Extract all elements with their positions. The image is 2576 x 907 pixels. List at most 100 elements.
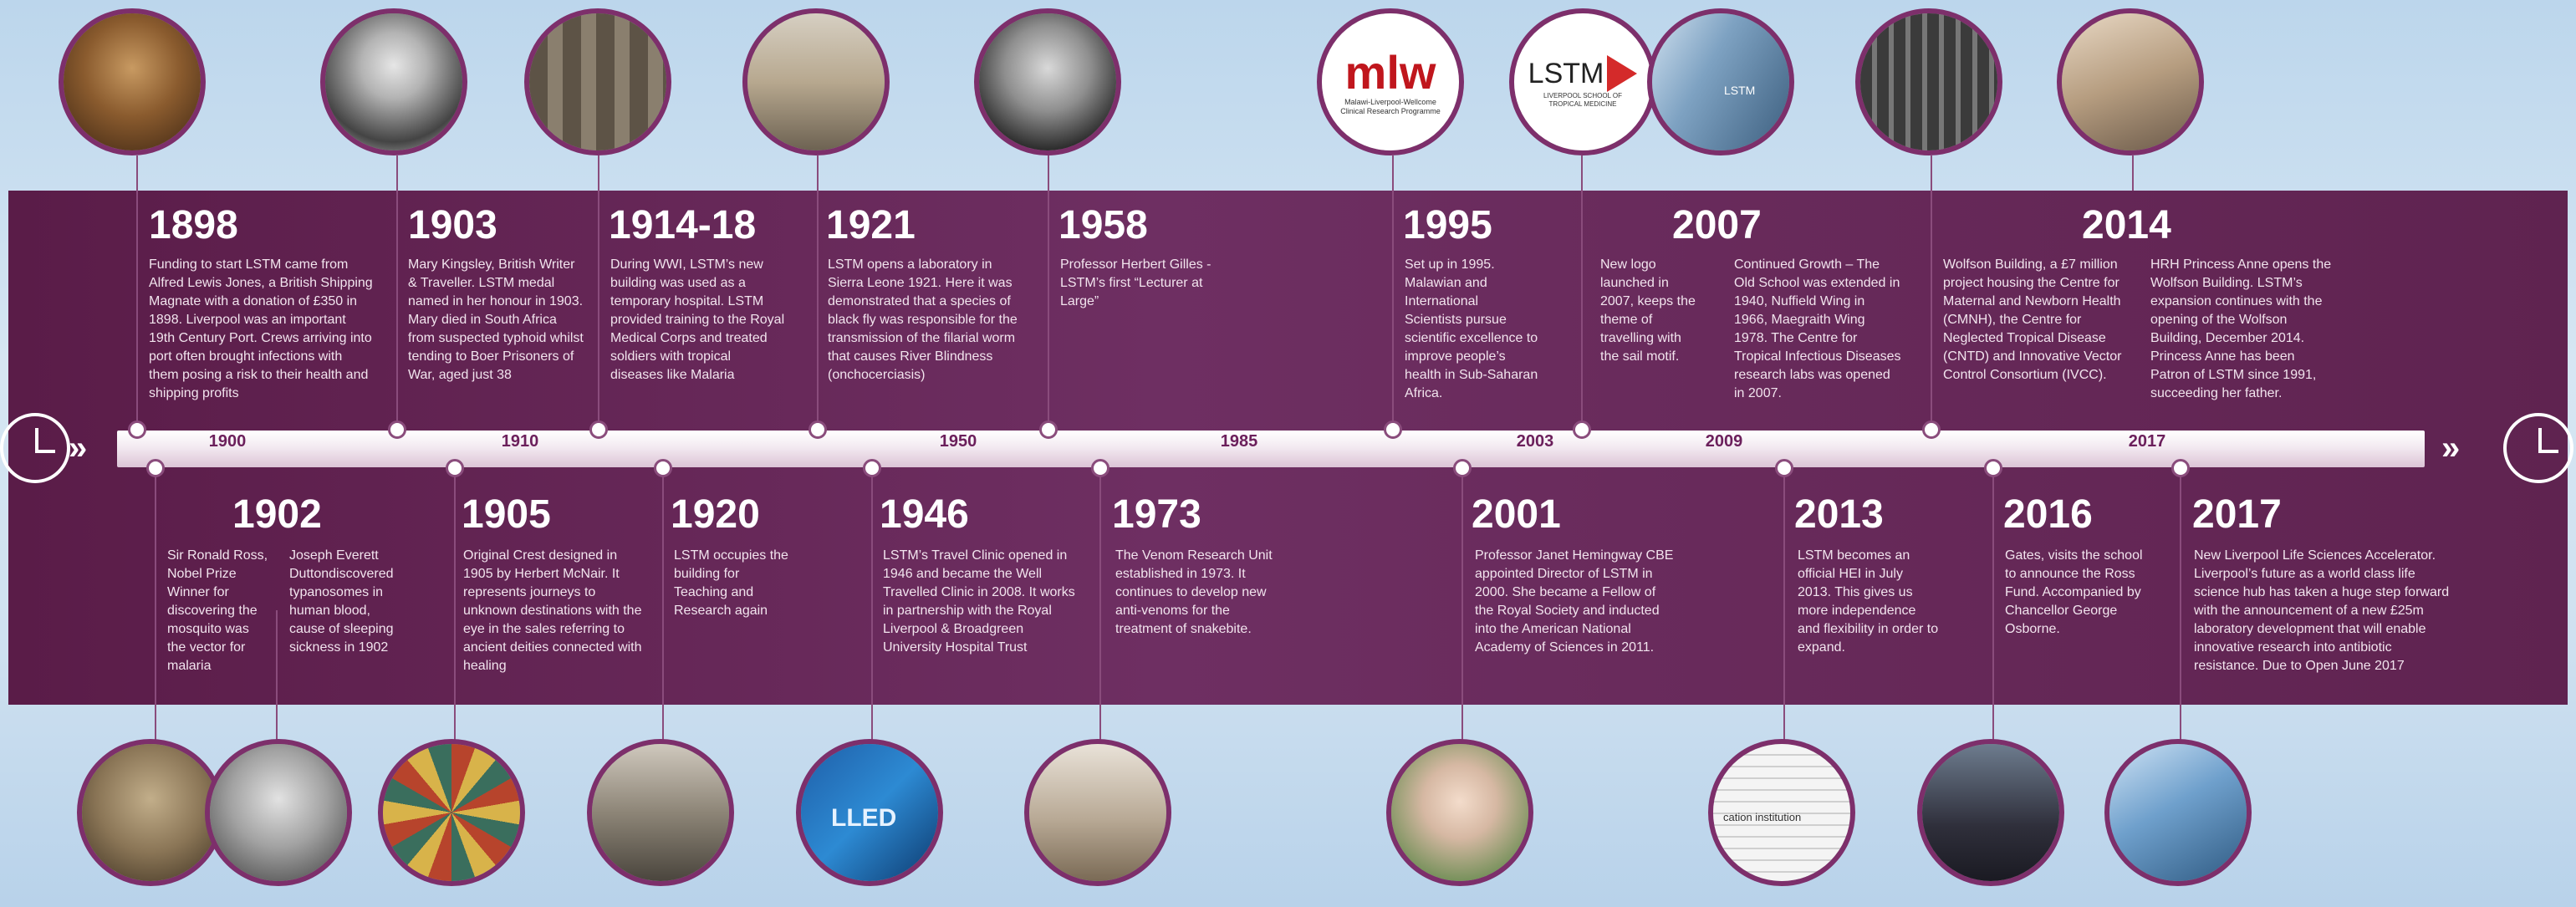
event-description: LSTM’s Travel Clinic opened in 1946 and … <box>883 548 1075 655</box>
decade-label: 2017 <box>2128 432 2166 451</box>
decade-label: 1950 <box>939 432 977 451</box>
timeline-dot <box>1039 420 1058 439</box>
connector-line <box>1461 468 1463 749</box>
photo-thumbnail <box>524 8 671 155</box>
photo-thumbnail <box>587 739 734 886</box>
photo-thumbnail <box>1024 739 1171 886</box>
timeline-dot <box>589 420 608 439</box>
event-description: New Liverpool Life Sciences Accelerator.… <box>2194 548 2450 673</box>
connector-line <box>276 610 278 749</box>
portrait-thumbnail <box>59 8 206 155</box>
connector-line <box>1783 468 1785 749</box>
clock-icon <box>0 413 70 483</box>
timeline-dot <box>1384 420 1402 439</box>
timeline-dot <box>388 420 406 439</box>
portrait-thumbnail <box>974 8 1121 155</box>
mlw-logo-thumbnail: mlw Malawi-Liverpool-Wellcome Clinical R… <box>1317 8 1464 155</box>
decade-label: 1985 <box>1220 432 1258 451</box>
decade-label: 2009 <box>1705 432 1743 451</box>
portrait-thumbnail <box>1917 739 2064 886</box>
timeline-dot <box>2171 459 2190 477</box>
event-description: Gates, visits the school to announce the… <box>2005 548 2143 636</box>
timeline-axis <box>117 431 2425 467</box>
event-description: LSTM occupies the building for Teaching … <box>674 548 788 618</box>
event-description: Professor Janet Hemingway CBE appointed … <box>1475 548 1674 655</box>
event-year: 2013 <box>1794 492 1884 537</box>
event-year: 1946 <box>880 492 969 537</box>
timeline-dot <box>1775 459 1793 477</box>
event-description: Wolfson Building, a £7 million project h… <box>1943 257 2122 382</box>
connector-line <box>598 155 599 430</box>
event-year: 2017 <box>2192 492 2282 537</box>
connector-line <box>2180 468 2181 749</box>
portrait-thumbnail <box>77 739 224 886</box>
building-thumbnail <box>2104 739 2252 886</box>
decade-label: 1900 <box>208 432 247 451</box>
event-description: Joseph Everett Duttondiscovered typanoso… <box>289 548 394 655</box>
timeline-dot <box>1984 459 2002 477</box>
building-thumbnail: LSTM <box>1647 8 1794 155</box>
connector-line <box>454 468 456 749</box>
event-year: 1920 <box>671 492 760 537</box>
connector-line <box>1992 468 1994 749</box>
event-year: 1995 <box>1403 203 1492 247</box>
event-year: 1914-18 <box>609 203 757 247</box>
connector-line <box>1392 155 1394 430</box>
event-description: Professor Herbert Gilles - LSTM’s first … <box>1060 257 1211 308</box>
event-year: 1903 <box>408 203 497 247</box>
event-description: Sir Ronald Ross, Nobel Prize Winner for … <box>167 548 268 673</box>
event-description: Funding to start LSTM came from Alfred L… <box>149 257 373 400</box>
building-thumbnail <box>742 8 890 155</box>
timeline-dot <box>1922 420 1941 439</box>
connector-line <box>1099 468 1101 749</box>
event-description: New logo launched in 2007, keeps the the… <box>1600 257 1696 364</box>
clinic-sign-thumbnail: LLED <box>796 739 943 886</box>
timeline-dot <box>863 459 881 477</box>
chevrons-icon: » <box>69 430 88 466</box>
timeline-dot <box>128 420 146 439</box>
event-year: 2001 <box>1472 492 1561 537</box>
event-description: Mary Kingsley, British Writer & Travelle… <box>408 257 584 382</box>
connector-line <box>871 468 873 749</box>
portrait-thumbnail <box>320 8 467 155</box>
event-description: During WWI, LSTM’s new building was used… <box>610 257 785 382</box>
photo-thumbnail <box>2057 8 2204 155</box>
mlw-logo-mark: mlw <box>1344 46 1436 99</box>
connector-line <box>396 155 398 430</box>
event-year: 1921 <box>826 203 916 247</box>
event-year: 2014 <box>2082 203 2171 247</box>
event-description: The Venom Research Unit established in 1… <box>1115 548 1273 636</box>
event-description: LSTM opens a laboratory in Sierra Leone … <box>828 257 1018 382</box>
event-description: Original Crest designed in 1905 by Herbe… <box>463 548 642 673</box>
event-description: Continued Growth – The Old School was ex… <box>1734 257 1901 400</box>
connector-line <box>1048 155 1049 430</box>
connector-line <box>2132 155 2134 191</box>
event-year: 1905 <box>462 492 551 537</box>
connector-line <box>817 155 819 430</box>
timeline-dot <box>1573 420 1591 439</box>
portrait-thumbnail <box>205 739 352 886</box>
lstm-logo-thumbnail: LSTM LIVERPOOL SCHOOL OF TROPICAL MEDICI… <box>1509 8 1656 155</box>
event-year: 1958 <box>1058 203 1148 247</box>
event-description: LSTM becomes an official HEI in July 201… <box>1798 548 1939 655</box>
timeline-dot <box>654 459 672 477</box>
sail-icon <box>1607 55 1638 92</box>
connector-line <box>662 468 664 749</box>
timeline-dot <box>1453 459 1472 477</box>
decade-label: 1910 <box>501 432 539 451</box>
event-year: 1973 <box>1112 492 1201 537</box>
chevrons-icon: » <box>2441 430 2461 466</box>
event-year: 2016 <box>2003 492 2093 537</box>
decade-label: 2003 <box>1516 432 1554 451</box>
building-sign-text: LSTM <box>1724 84 1756 97</box>
event-description: Set up in 1995. Malawian and Internation… <box>1405 257 1538 400</box>
lstm-logo-caption: LIVERPOOL SCHOOL OF TROPICAL MEDICINE <box>1543 92 1623 108</box>
event-year: 2007 <box>1672 203 1762 247</box>
connector-line <box>155 468 156 749</box>
timeline-dot <box>146 459 165 477</box>
document-thumbnail: cation institution <box>1708 739 1855 886</box>
clinic-sign-text: LLED <box>831 804 897 832</box>
timeline-dot <box>1091 459 1109 477</box>
event-year: 1902 <box>232 492 322 537</box>
timeline-dot <box>809 420 827 439</box>
